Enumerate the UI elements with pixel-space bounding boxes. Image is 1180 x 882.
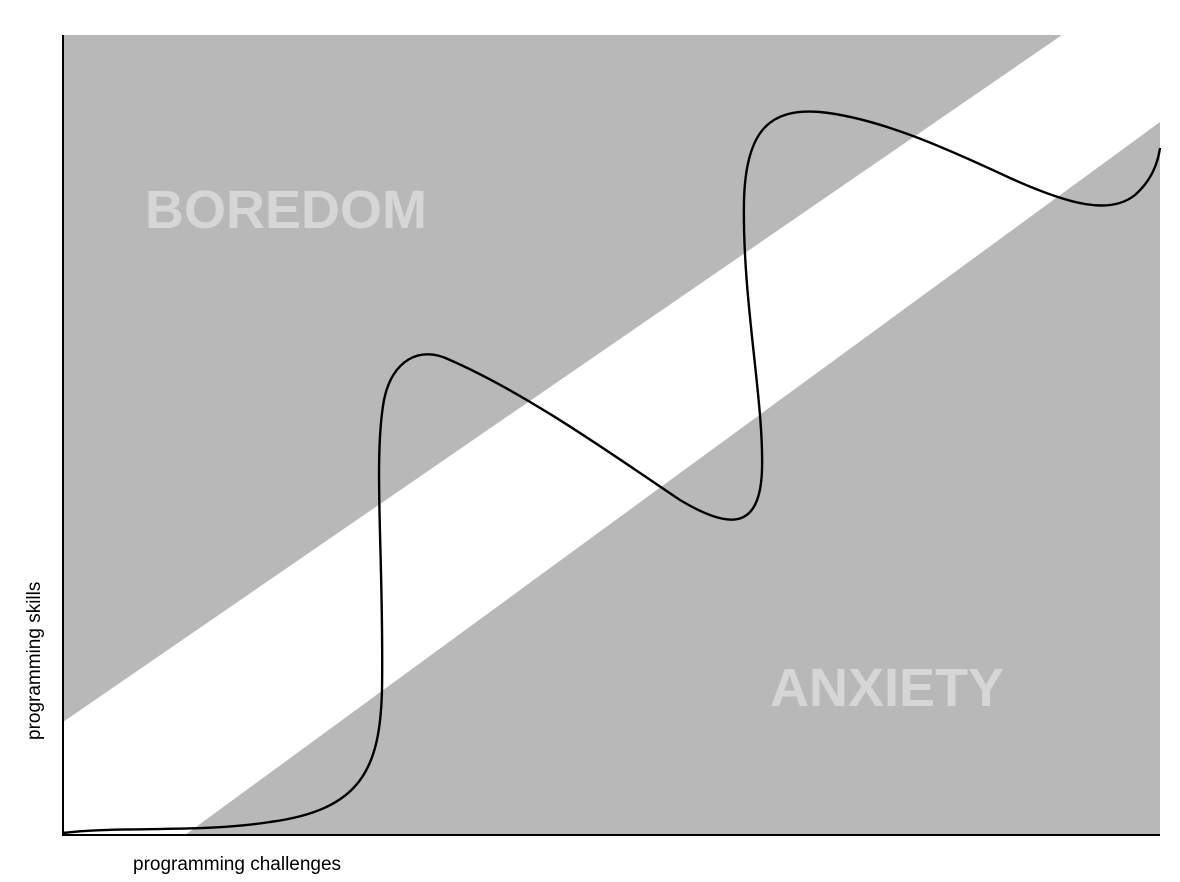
flow-channel [63,35,1160,835]
boredom-label: BOREDOM [145,180,427,240]
anxiety-label: ANXIETY [770,658,1004,718]
y-axis-label: programming skills [24,582,45,740]
progression-curve [62,110,1162,835]
x-axis-label: programming challenges [133,854,341,875]
